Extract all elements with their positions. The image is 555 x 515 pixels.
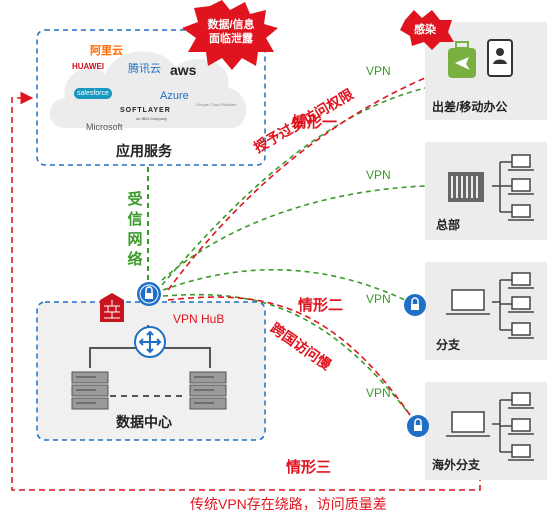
- datacenter-title: 数据中心: [116, 414, 172, 430]
- building-icon: [448, 172, 484, 202]
- server-icon: [71, 371, 109, 410]
- vpn-lock-icon: [404, 294, 426, 316]
- slow-access-path: [167, 296, 411, 416]
- alert-burst-text: 数据/信息 面临泄露: [207, 19, 255, 45]
- logo-softlayer: SOFTLAYER: [120, 107, 171, 114]
- scenario-1-title: 情形一: [292, 114, 338, 131]
- laptop-icon: [446, 411, 490, 437]
- vpn-label-hq: VPN: [366, 168, 391, 182]
- firewall-icon: [100, 293, 124, 322]
- trusted-network-label: 受信网络: [127, 191, 143, 268]
- computer-tree-overseas: [492, 392, 534, 461]
- computer-tree-branch: [492, 272, 534, 339]
- site-name-hq: 总部: [436, 218, 461, 232]
- cloud-icon: [50, 51, 247, 128]
- vpn-label-mobile: VPN: [366, 64, 391, 78]
- logo-aliyun: 阿里云: [90, 45, 123, 57]
- alert-burst-icon: [182, 0, 278, 70]
- logo-tencent: 腾讯云: [128, 63, 161, 75]
- logo-salesforce: salesforce: [74, 88, 112, 99]
- vpn-hub-icon: [137, 282, 161, 306]
- vpn-link-overseas: [162, 293, 411, 416]
- vpn-hub-label: VPN HuB: [173, 312, 225, 326]
- site-name-overseas: 海外分支: [432, 458, 481, 472]
- laptop-icon: [446, 289, 490, 315]
- logo-softlayer-sub: an IBM Company: [136, 116, 167, 121]
- luggage-icon: [448, 41, 476, 78]
- tablet-icon: [487, 39, 513, 77]
- infection-badge-label: 感染: [414, 24, 436, 36]
- logo-aws: aws: [170, 62, 197, 78]
- logo-azure: Azure: [160, 90, 189, 102]
- logo-huawei: HUAWEI: [72, 62, 104, 71]
- scenario-3-desc: 传统VPN存在绕路，访问质量差: [190, 496, 387, 512]
- vpn-link-branch: [162, 268, 406, 301]
- vpn-label-overseas: VPN: [366, 386, 391, 400]
- site-name-mobile: 出差/移动办公: [432, 100, 508, 114]
- infection-badge-icon: [400, 10, 454, 50]
- logo-google-cloud: Google Cloud Platform: [196, 102, 237, 107]
- vpn-link-hq: [161, 185, 426, 281]
- site-name-branch: 分支: [436, 338, 461, 352]
- vpn-lock-icon: [407, 415, 429, 437]
- scenario-2-title: 情形二: [298, 297, 344, 314]
- vpn-link-mobile: [161, 87, 426, 286]
- cloud-box-title: 应用服务: [116, 143, 172, 159]
- router-icon: [134, 326, 166, 358]
- vpn-label-branch: VPN: [366, 292, 391, 306]
- detour-path: [11, 91, 481, 491]
- excessive-access-path: [167, 77, 426, 291]
- computer-tree-hq: [492, 154, 534, 221]
- server-icon: [189, 371, 227, 410]
- logo-microsoft: Microsoft: [86, 122, 123, 132]
- scenario-3-title: 情形三: [286, 459, 332, 476]
